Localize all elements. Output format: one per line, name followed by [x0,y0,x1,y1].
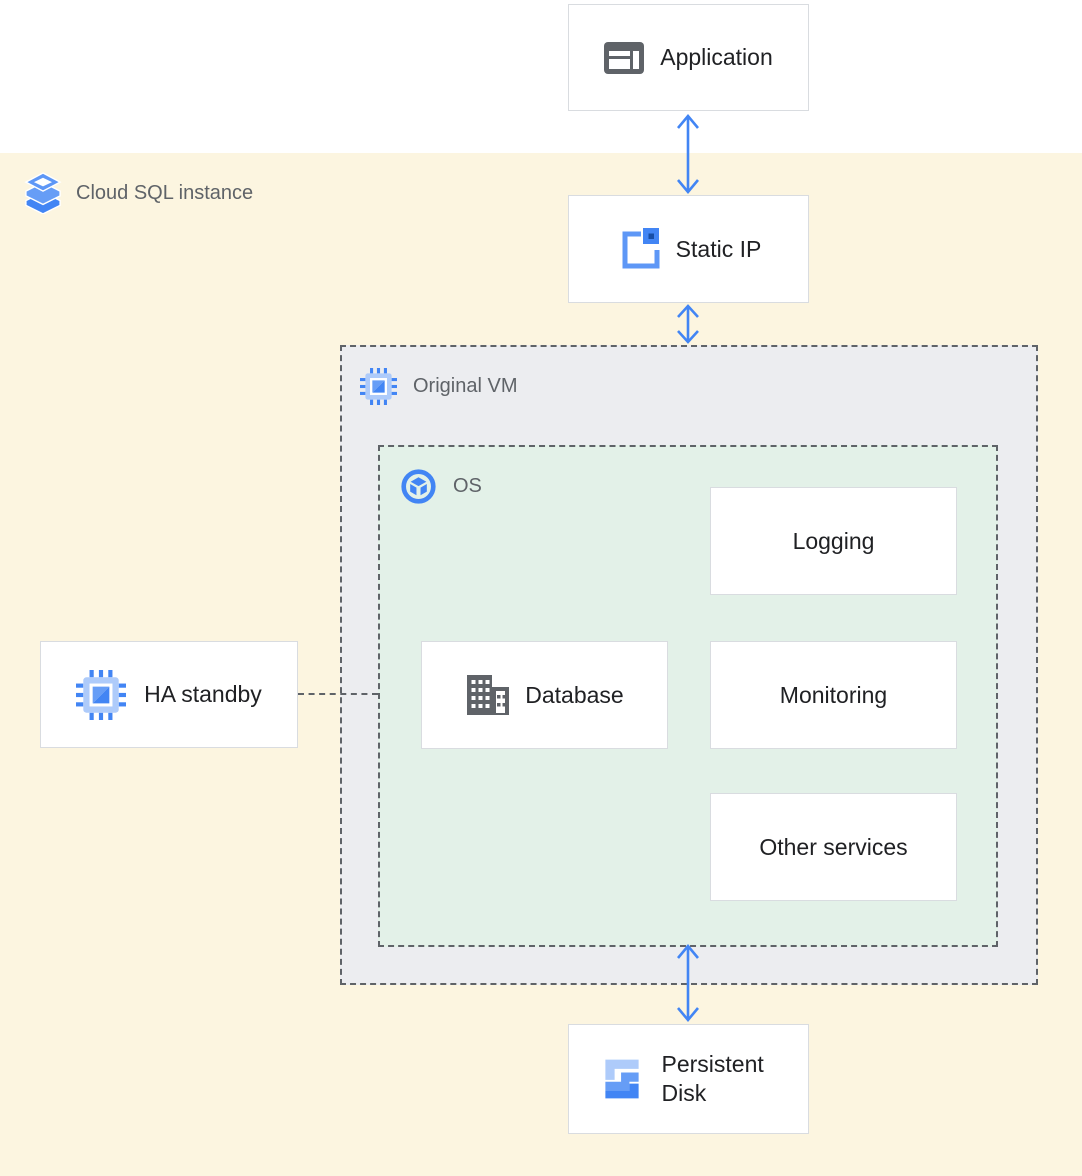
node-logging: Logging [710,487,957,595]
link-hastandby-vm [298,693,378,695]
node-other-services: Other services [710,793,957,901]
arrow-os-persistentdisk [677,943,699,1023]
persistent-disk-label: Persistent Disk [661,1051,764,1106]
region-label-text: Cloud SQL instance [76,181,254,204]
os-label: OS [400,468,482,505]
compute-engine-icon [76,669,127,720]
ha-standby-label: HA standby [144,681,262,707]
node-persistent-disk: Persistent Disk [568,1024,809,1134]
database-label: Database [525,681,624,708]
monitoring-label: Monitoring [779,681,888,708]
vm-group-label-text: Original VM [413,375,518,397]
cloud-sql-icon [24,172,62,214]
os-icon [400,468,437,505]
application-label: Application [660,44,773,70]
static-ip-icon [616,227,660,271]
static-ip-label: Static IP [675,235,762,262]
node-static-ip: Static IP [568,195,809,303]
database-icon [465,675,510,715]
original-vm-label: Original VM [360,368,517,405]
arrow-application-staticip [677,113,699,195]
persistent-disk-icon [598,1055,646,1103]
cloud-sql-instance-label: Cloud SQL instance [24,172,253,214]
other-services-label: Other services [759,833,908,860]
compute-engine-icon [360,368,397,405]
logging-label: Logging [792,527,875,554]
application-icon [604,41,645,74]
node-monitoring: Monitoring [710,641,957,749]
arrow-staticip-vm [677,304,699,344]
node-ha-standby: HA standby [40,641,298,748]
node-application: Application [568,4,809,111]
os-group-label-text: OS [453,475,482,497]
node-database: Database [421,641,668,749]
